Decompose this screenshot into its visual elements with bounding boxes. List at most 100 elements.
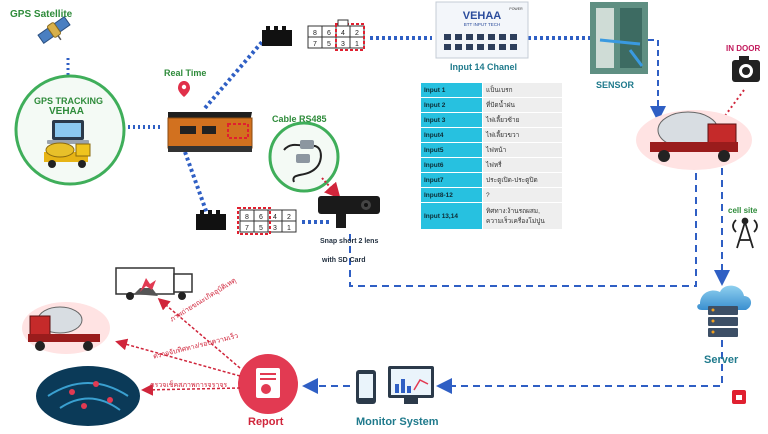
input-key: Input 13,14 [420, 202, 483, 230]
board-pin [477, 34, 484, 40]
board-pin [444, 34, 451, 40]
board-pin [499, 34, 506, 40]
dash-camera [318, 196, 380, 228]
report-icon [238, 354, 298, 414]
input-value: ? [482, 187, 563, 203]
cable-label: Cable RS485 [272, 114, 327, 124]
link-camera-server [349, 158, 697, 287]
board-pin [488, 44, 495, 50]
board-power: POWER [509, 7, 523, 11]
satellite-icon [37, 16, 71, 44]
pin-top-5: 5 [327, 41, 331, 48]
real-time-label: Real Time [164, 68, 207, 78]
connector-grid-top: 8 6 4 2 7 5 3 1 [307, 19, 365, 51]
board-pin [466, 34, 473, 40]
pin-top-3: 2 [355, 30, 359, 37]
link-sensor-truck [648, 39, 666, 122]
laptop-icon [47, 120, 89, 144]
link-device-connector-bottom [183, 151, 212, 223]
board-pin [499, 44, 506, 50]
input-value: ประตูเปิด-ประตูปิด [482, 172, 563, 188]
pin-bottom-2: 4 [273, 214, 277, 221]
plug-icon-bottom [196, 210, 226, 230]
server-label: Server [704, 354, 739, 366]
pin-top-7: 1 [355, 41, 359, 48]
input-value: ไฟเลี้ยวขวา [482, 127, 563, 143]
input-key: Input 3 [420, 112, 483, 128]
pin-bottom-4: 7 [245, 225, 249, 232]
cable-arrow [321, 177, 341, 199]
input-row: Input8-12? [420, 187, 563, 203]
monitor-icon [356, 366, 434, 404]
pin-bottom-3: 2 [287, 214, 291, 221]
gps-tracking-title: GPS TRACKING [34, 96, 104, 106]
board-pin [477, 44, 484, 50]
lock-icon [732, 390, 746, 404]
input-key: Input4 [420, 127, 483, 143]
input-value: ไฟหรี่ [482, 157, 563, 173]
board-pin [444, 44, 451, 50]
gps-tracking-circle [14, 74, 126, 186]
camera-icon [732, 56, 760, 82]
input-value: ที่ปัดน้ำฝน [482, 97, 563, 113]
board-pin [510, 44, 517, 50]
link-device-connector-top [203, 40, 264, 110]
input-value: ไฟเลี้ยวซ้าย [482, 112, 563, 128]
pin-top-0: 8 [313, 30, 317, 37]
mixer-truck-small-icon [44, 142, 91, 168]
board-subtitle: BTT INPUT TECH [464, 22, 501, 27]
input-value: ไฟหน้า [482, 142, 563, 158]
board-pin [455, 34, 462, 40]
input-value: ทิศทาง:ง้านรถผสม, ความเร็วเครื่องโม่ปูน [482, 202, 563, 230]
report-arrows [115, 298, 241, 396]
monitor-label: Monitor System [356, 416, 439, 428]
pin-top-6: 3 [341, 41, 345, 48]
board-pin [455, 44, 462, 50]
pin-bottom-7: 1 [287, 225, 291, 232]
pin-bottom-1: 6 [259, 214, 263, 221]
pin-bottom-5: 5 [259, 225, 263, 232]
input-key: Input 2 [420, 97, 483, 113]
pin-bottom-6: 3 [273, 225, 277, 232]
input-key: Input7 [420, 172, 483, 188]
report-label: Report [248, 416, 284, 428]
pin-top-2: 4 [341, 30, 345, 37]
input-board: VEHAA BTT INPUT TECH POWER [435, 1, 529, 59]
camera-label-1: Snap short 2 lens [320, 238, 379, 245]
connection-lines [66, 36, 730, 394]
board-pin [466, 44, 473, 50]
board-brand: VEHAA [463, 10, 502, 22]
sensor-label: SENSOR [596, 80, 635, 90]
mixer-truck-left [22, 302, 110, 354]
plug-icon-top [262, 26, 292, 46]
cell-tower-icon [732, 217, 758, 249]
input-key: Input8-12 [420, 187, 483, 203]
gps-satellite-label: GPS Satellite [10, 9, 73, 20]
link-server-monitor [436, 340, 723, 394]
gps-tracking-brand: VEHAA [49, 106, 85, 117]
input-key: Input5 [420, 142, 483, 158]
cell-site-label: cell site [728, 206, 758, 215]
traffic-map [36, 366, 140, 426]
crash-scene [115, 267, 193, 300]
input-value: แป็นเบรก [482, 82, 563, 98]
location-pin-icon [178, 81, 190, 97]
mixer-truck-right [636, 110, 752, 170]
pin-bottom-0: 8 [245, 214, 249, 221]
camera-label-2: with SD Card [322, 257, 366, 264]
board-pin [488, 34, 495, 40]
gps-device [167, 112, 253, 152]
input-channel-label: Input 14 Chanel [450, 62, 518, 72]
pin-top-4: 7 [313, 41, 317, 48]
input-key: Input 1 [420, 82, 483, 98]
